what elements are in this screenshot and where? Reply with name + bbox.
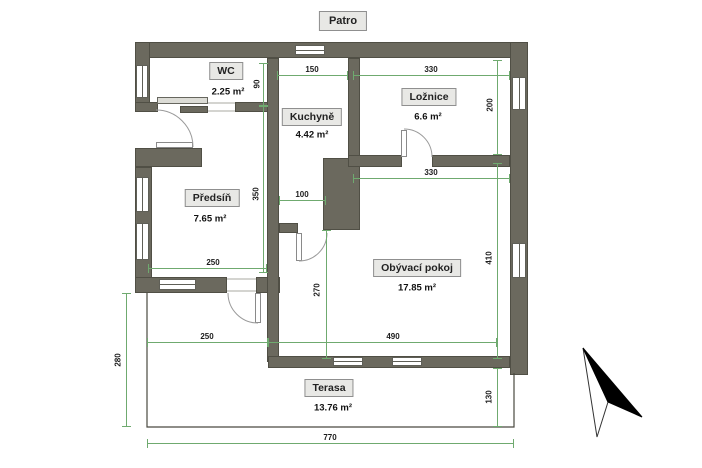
window-living-bottom-1: [333, 357, 363, 366]
room-area-wc: 2.25 m²: [211, 86, 245, 98]
dim-line-130: [493, 368, 502, 427]
wall-living-bottom: [268, 356, 510, 368]
wall-right: [510, 42, 528, 375]
dim-line-330-top: [353, 71, 510, 80]
room-area-kitchen: 4.42 m²: [295, 129, 329, 141]
room-area-bedroom: 6.6 m²: [414, 111, 442, 123]
dim-line-330-mid: [353, 174, 510, 183]
dim-line-280: [122, 293, 131, 427]
wc-counter: [157, 97, 208, 104]
window-left-wc: [136, 65, 148, 98]
window-left-hall-2: [136, 223, 149, 260]
room-label-wc: WC: [209, 62, 243, 80]
dim-line-250-hall: [148, 264, 267, 273]
dim-label-200: 200: [485, 98, 495, 112]
wall-wc-bottom-left: [135, 102, 158, 112]
dim-label-330-mid: 330: [424, 168, 438, 177]
dim-label-90: 90: [252, 79, 262, 89]
room-label-kitchen: Kuchyně: [281, 108, 343, 126]
dim-label-770: 770: [323, 433, 337, 442]
dim-label-350: 350: [251, 187, 261, 201]
window-right-bedroom: [512, 77, 526, 110]
dim-line-270: [322, 230, 331, 359]
room-label-living: Obývací pokoj: [373, 259, 461, 277]
dim-line-490: [268, 338, 497, 347]
dim-label-130: 130: [484, 390, 494, 404]
room-label-bedroom: Ložnice: [401, 88, 457, 106]
wall-bedroom-bottom-right: [432, 155, 510, 167]
dim-label-270: 270: [312, 283, 322, 297]
dim-line-770: [147, 439, 514, 448]
room-area-living: 17.85 m²: [397, 282, 437, 294]
dim-line-150: [277, 71, 348, 80]
dim-label-150: 150: [305, 65, 319, 74]
wall-left-jut: [135, 148, 202, 167]
dim-line-90: [259, 63, 268, 106]
door-arc-bedroom: [403, 128, 433, 158]
dim-label-490: 490: [386, 332, 400, 341]
dim-label-250-hall: 250: [206, 258, 220, 267]
dim-label-280: 280: [113, 353, 123, 367]
plan-title: Patro: [318, 11, 368, 31]
door-arc-corridor: [298, 232, 328, 262]
window-right-living: [512, 243, 526, 278]
dim-line-100: [279, 196, 326, 205]
wall-corridor-stub: [279, 223, 298, 233]
room-label-terrace: Terasa: [304, 379, 354, 397]
north-arrow-icon: [582, 347, 643, 438]
window-top-kitchen: [295, 45, 325, 55]
wall-wc-stub: [180, 106, 208, 113]
wall-chimney-block: [323, 158, 360, 230]
terrace-outline: [146, 293, 515, 428]
wall-bedroom-bottom-left: [348, 155, 402, 167]
dim-label-250-terrace: 250: [200, 332, 214, 341]
dim-label-100: 100: [295, 190, 309, 199]
window-living-bottom-2: [392, 357, 422, 366]
dim-label-410: 410: [484, 251, 494, 265]
room-area-hall: 7.65 m²: [193, 213, 227, 225]
door-frame-terrace: [227, 278, 256, 292]
door-leaf-bedroom: [401, 130, 407, 157]
room-area-terrace: 13.76 m²: [313, 402, 353, 414]
door-arc-terrace: [227, 292, 259, 324]
dim-label-330-top: 330: [424, 65, 438, 74]
dim-line-410: [493, 163, 502, 359]
window-left-hall-1: [136, 177, 149, 212]
dim-line-200: [493, 60, 502, 155]
dim-line-250-terrace: [147, 338, 268, 347]
window-hall-bottom: [159, 279, 196, 290]
room-label-hall: Předsíň: [184, 189, 240, 207]
dim-line-350: [259, 106, 268, 273]
door-frame-wc: [208, 102, 235, 112]
door-arc-entrance: [155, 109, 194, 148]
